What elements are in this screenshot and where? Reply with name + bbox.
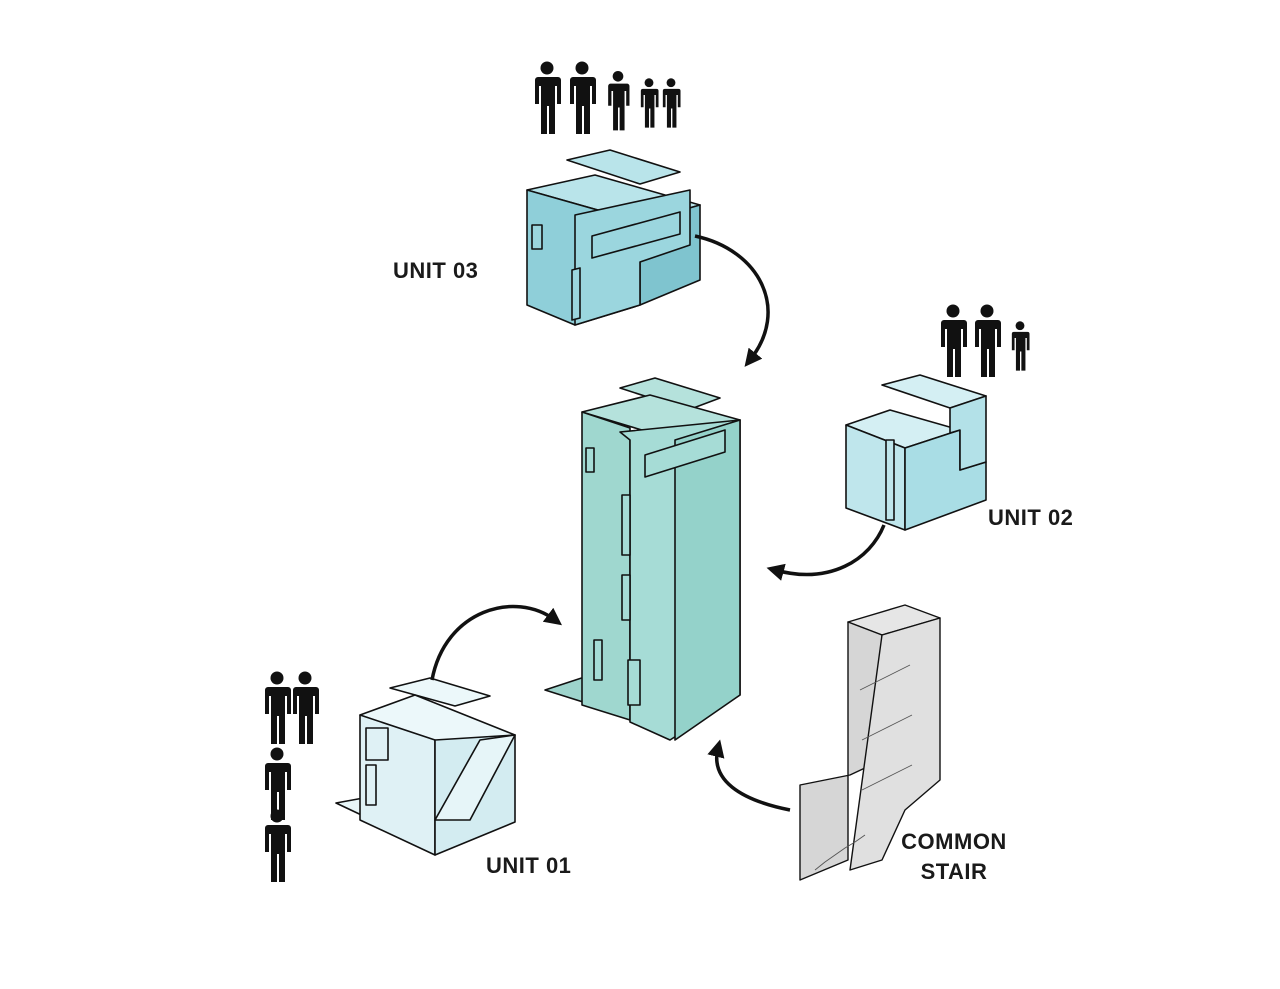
unit-02-occupants (941, 304, 1030, 377)
person-icon (265, 671, 291, 744)
unit-03-volume (526, 149, 701, 326)
person-icon (535, 61, 561, 134)
assembled-tower (544, 377, 741, 741)
unit-02-label: UNIT 02 (988, 505, 1074, 530)
common-stair-label-line1: COMMON (901, 829, 1007, 854)
person-icon (265, 809, 291, 882)
occupant-icons (265, 61, 1030, 882)
arrow-unit01-to-tower (430, 604, 563, 681)
arrow-unit02-to-tower (766, 524, 886, 581)
person-icon (293, 671, 319, 744)
unit-01-occupants (265, 671, 319, 882)
person-icon (662, 78, 681, 128)
person-icon (640, 78, 659, 128)
unit-02-volume (845, 374, 987, 531)
arrow-unit03-to-tower (694, 234, 770, 367)
flow-arrows (430, 234, 886, 812)
person-icon (975, 304, 1001, 377)
unit-01-volume (335, 677, 516, 856)
unit-03-label: UNIT 03 (393, 258, 479, 283)
person-icon (1011, 321, 1030, 371)
stair-flights (814, 664, 913, 871)
person-icon (265, 747, 291, 820)
arrow-stair-to-tower (707, 739, 791, 812)
common-stair-label-line2: STAIR (920, 859, 988, 884)
unit-03-occupants (535, 61, 681, 134)
unit-01-label: UNIT 01 (486, 853, 572, 878)
person-icon (941, 304, 967, 377)
common-stair-volume (799, 604, 941, 881)
common-stair-label: COMMON STAIR (880, 827, 1028, 887)
person-icon (608, 70, 630, 131)
person-icon (570, 61, 596, 134)
